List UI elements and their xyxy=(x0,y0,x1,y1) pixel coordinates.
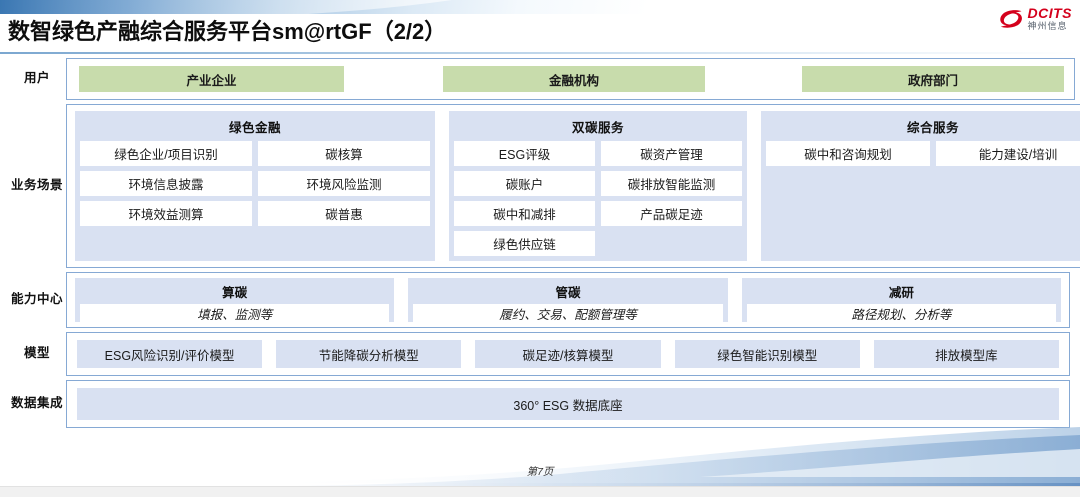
capability-title: 减研 xyxy=(888,286,914,300)
capability-subtitle: 填报、监测等 xyxy=(80,304,390,323)
scenario-cell[interactable]: 碳核算 xyxy=(258,141,430,166)
capability-subtitle: 履约、交易、配额管理等 xyxy=(413,304,723,323)
layer-row-capability-center: 能力中心 算碳 填报、监测等 管碳 履约、交易、配额管理等 减研 路径规划、分析… xyxy=(8,272,1070,328)
capability-panel-carbon-management[interactable]: 管碳 履约、交易、配额管理等 xyxy=(408,278,728,323)
page-title: 数智绿色产融综合服务平台sm@rtGF（2/2） xyxy=(8,19,447,44)
scenario-cell[interactable]: 环境信息披露 xyxy=(80,171,252,196)
brand-logo: DCITS 神州信息 xyxy=(998,6,1073,31)
layer-row-business-scenario: 业务场景 绿色金融 绿色企业/项目识别 碳核算 环境信息披露 环境风险监测 环境… xyxy=(8,104,1080,268)
model-chip[interactable]: ESG风险识别/评价模型 xyxy=(77,340,263,368)
panel-title-green-finance: 绿色金融 xyxy=(228,121,281,135)
capability-panel-group: 算碳 填报、监测等 管碳 履约、交易、配额管理等 减研 路径规划、分析等 xyxy=(67,273,1069,327)
data-foundation-chip[interactable]: 360° ESG 数据底座 xyxy=(77,388,1059,420)
architecture-diagram: 用户 产业企业 金融机构 政府部门 业务场景 绿色金融 绿色企业/项目识别 xyxy=(8,58,1080,462)
row-body-model: ESG风险识别/评价模型 节能降碳分析模型 碳足迹/核算模型 绿色智能识别模型 … xyxy=(66,332,1070,376)
logo-cn-text: 神州信息 xyxy=(1027,21,1068,31)
user-chip-government[interactable]: 政府部门 xyxy=(802,66,1064,92)
panel-green-finance: 绿色金融 绿色企业/项目识别 碳核算 环境信息披露 环境风险监测 环境效益测算 … xyxy=(75,111,435,261)
capability-panel-reduction-research[interactable]: 减研 路径规划、分析等 xyxy=(741,278,1061,323)
row-label-capability-center: 能力中心 xyxy=(10,292,63,307)
row-body-business-scenario: 绿色金融 绿色企业/项目识别 碳核算 环境信息披露 环境风险监测 环境效益测算 … xyxy=(66,104,1080,268)
model-chip[interactable]: 碳足迹/核算模型 xyxy=(475,340,661,368)
user-chip-financial[interactable]: 金融机构 xyxy=(443,66,705,92)
data-chip-group: 360° ESG 数据底座 xyxy=(67,381,1069,427)
scenario-cell-placeholder xyxy=(601,231,742,256)
row-label-user: 用户 xyxy=(23,71,50,86)
row-body-data-integration: 360° ESG 数据底座 xyxy=(66,380,1070,428)
capability-title: 管碳 xyxy=(555,286,581,300)
logo-text-block: DCITS 神州信息 xyxy=(1028,6,1073,31)
row-body-user: 产业企业 金融机构 政府部门 xyxy=(66,58,1075,100)
scenario-cell[interactable]: 碳排放智能监测 xyxy=(601,171,742,196)
scenario-cell[interactable]: ESG评级 xyxy=(454,141,595,166)
scenario-cell[interactable]: 碳普惠 xyxy=(258,201,430,226)
user-chip-group: 产业企业 金融机构 政府部门 xyxy=(67,59,1074,99)
scenario-cell[interactable]: 环境风险监测 xyxy=(258,171,430,196)
panel-grid-comprehensive-service: 碳中和咨询规划 能力建设/培训 xyxy=(766,141,1080,166)
scenario-cell[interactable]: 绿色供应链 xyxy=(454,231,595,256)
model-chip[interactable]: 绿色智能识别模型 xyxy=(674,340,860,368)
layer-row-data-integration: 数据集成 360° ESG 数据底座 xyxy=(8,380,1070,428)
capability-title: 算碳 xyxy=(222,286,248,300)
page-number: 第7页 xyxy=(526,466,554,478)
title-bar: 数智绿色产融综合服务平台sm@rtGF（2/2） xyxy=(0,12,1080,54)
layer-row-user: 用户 产业企业 金融机构 政府部门 xyxy=(8,58,1075,100)
capability-subtitle: 路径规划、分析等 xyxy=(746,304,1056,323)
panel-comprehensive-service: 综合服务 碳中和咨询规划 能力建设/培训 xyxy=(761,111,1080,261)
title-divider xyxy=(0,52,1080,54)
scenario-cell[interactable]: 环境效益测算 xyxy=(80,201,252,226)
model-chip-group: ESG风险识别/评价模型 节能降碳分析模型 碳足迹/核算模型 绿色智能识别模型 … xyxy=(67,333,1069,375)
capability-panel-carbon-accounting[interactable]: 算碳 填报、监测等 xyxy=(75,278,395,323)
model-chip[interactable]: 节能降碳分析模型 xyxy=(276,340,462,368)
scenario-cell[interactable]: 能力建设/培训 xyxy=(936,141,1080,166)
business-panel-group: 绿色金融 绿色企业/项目识别 碳核算 环境信息披露 环境风险监测 环境效益测算 … xyxy=(67,105,1080,267)
panel-grid-dual-carbon-service: ESG评级 碳资产管理 碳账户 碳排放智能监测 碳中和减排 产品碳足迹 绿色供应… xyxy=(454,141,742,256)
panel-dual-carbon-service: 双碳服务 ESG评级 碳资产管理 碳账户 碳排放智能监测 碳中和减排 产品碳足迹… xyxy=(449,111,747,261)
dcits-swirl-icon xyxy=(998,8,1024,30)
scenario-cell[interactable]: 绿色企业/项目识别 xyxy=(80,141,252,166)
user-chip-industry[interactable]: 产业企业 xyxy=(79,66,344,92)
scenario-cell[interactable]: 碳账户 xyxy=(454,171,595,196)
panel-grid-green-finance: 绿色企业/项目识别 碳核算 环境信息披露 环境风险监测 环境效益测算 碳普惠 xyxy=(80,141,430,226)
row-label-data-integration: 数据集成 xyxy=(10,396,63,411)
footer-strip xyxy=(0,486,1080,497)
scenario-cell[interactable]: 碳中和咨询规划 xyxy=(766,141,930,166)
model-chip[interactable]: 排放模型库 xyxy=(873,340,1060,368)
scenario-cell[interactable]: 碳中和减排 xyxy=(454,201,595,226)
panel-title-dual-carbon-service: 双碳服务 xyxy=(571,121,624,135)
scenario-cell[interactable]: 碳资产管理 xyxy=(601,141,742,166)
logo-en-text: DCITS xyxy=(1027,5,1072,21)
panel-title-comprehensive-service: 综合服务 xyxy=(906,121,959,135)
row-body-capability-center: 算碳 填报、监测等 管碳 履约、交易、配额管理等 减研 路径规划、分析等 xyxy=(66,272,1070,328)
scenario-cell[interactable]: 产品碳足迹 xyxy=(601,201,742,226)
layer-row-model: 模型 ESG风险识别/评价模型 节能降碳分析模型 碳足迹/核算模型 绿色智能识别… xyxy=(8,332,1070,376)
row-label-model: 模型 xyxy=(23,346,50,361)
row-label-business-scenario: 业务场景 xyxy=(10,178,63,193)
top-banner-decoration xyxy=(0,0,1080,14)
